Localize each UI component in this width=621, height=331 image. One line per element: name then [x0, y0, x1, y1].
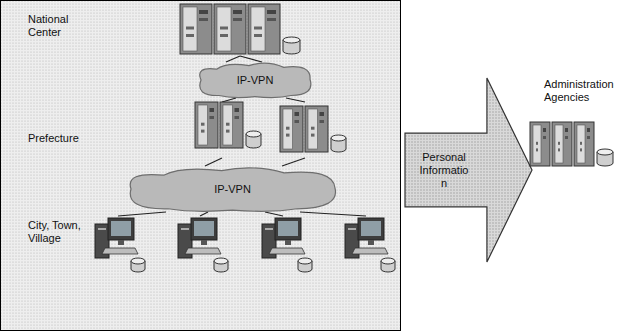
network-link — [226, 56, 262, 62]
network-cloud: IP-VPN — [195, 62, 315, 98]
link-line — [200, 212, 208, 216]
terminal-node: City, Town, Village — [25, 216, 397, 278]
tier-label: Administration Agencies — [544, 78, 618, 104]
link-line — [222, 98, 236, 102]
network-cloud: IP-VPN — [125, 166, 340, 212]
server-node: Administration Agencies — [528, 78, 618, 168]
link-line — [282, 158, 305, 166]
tier-label: National Center — [28, 13, 90, 39]
link-line — [118, 212, 166, 216]
network-label: IP-VPN — [125, 183, 340, 196]
equipment-illustration — [25, 102, 350, 158]
network-link — [205, 158, 305, 166]
equipment-illustration — [25, 4, 310, 56]
link-line — [300, 212, 366, 216]
arrow-label: Personal Informatio n — [417, 151, 471, 190]
link-line — [265, 212, 283, 216]
tier-label: Prefecture — [28, 132, 98, 145]
flow-arrow: Personal Informatio n — [405, 78, 532, 262]
equipment-illustration — [25, 216, 397, 278]
server-node: National Center — [25, 4, 310, 56]
link-line — [240, 56, 262, 62]
link-line — [286, 98, 305, 102]
tier-label: City, Town, Village — [28, 219, 83, 245]
network-label: IP-VPN — [195, 74, 315, 87]
link-line — [226, 56, 240, 62]
system-panel — [1, 1, 401, 331]
network-link — [222, 98, 305, 102]
link-line — [205, 158, 222, 166]
network-link — [118, 212, 366, 216]
server-node: Prefecture — [25, 102, 350, 158]
